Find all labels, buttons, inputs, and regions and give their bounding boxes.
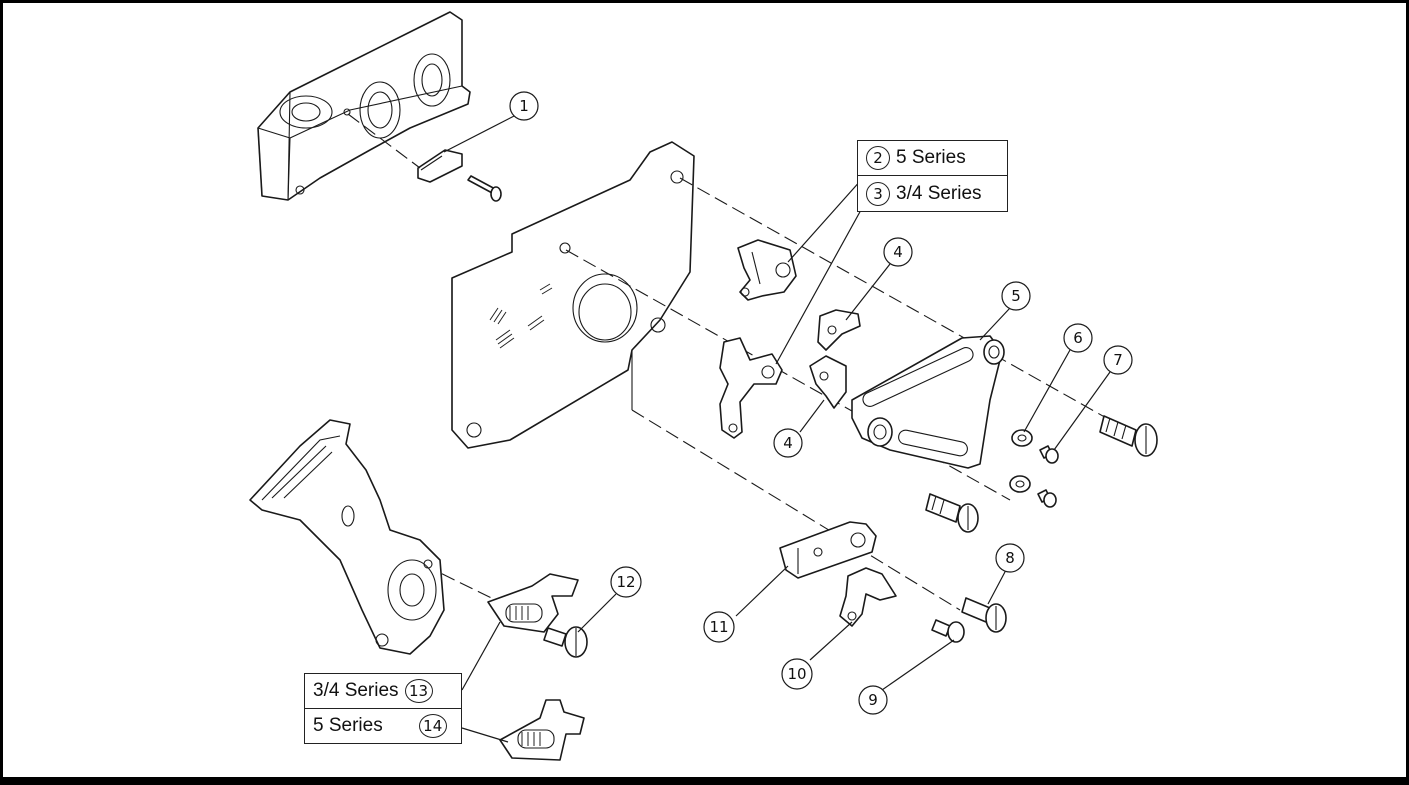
legend-top-row-2-label: 3/4 Series xyxy=(896,182,982,204)
callout-5-number: 5 xyxy=(1011,287,1021,305)
callout-4a: 4 xyxy=(883,237,913,267)
legend-bottom-row-1-label: 3/4 Series xyxy=(313,680,399,701)
part-10-clamp xyxy=(839,567,897,627)
callout-6: 6 xyxy=(1063,323,1093,353)
callout-12: 12 xyxy=(610,566,642,598)
part-1-clip xyxy=(347,113,502,202)
legend-bottom-row-2: 5 Series 14 xyxy=(304,708,462,744)
part-11-bar xyxy=(779,521,877,579)
legend-bottom-row-1-number: 13 xyxy=(404,679,433,703)
part-4-brackets xyxy=(809,309,861,409)
legend-top-row-1-number: 2 xyxy=(866,146,890,170)
legend-bottom-row-2-label: 5 Series xyxy=(313,715,383,736)
callout-12-number: 12 xyxy=(616,573,635,591)
callout-8: 8 xyxy=(995,543,1025,573)
main-plate xyxy=(451,141,695,449)
callout-7-number: 7 xyxy=(1113,351,1123,369)
small-screws xyxy=(543,597,1007,658)
callout-5: 5 xyxy=(1001,281,1031,311)
housing-block xyxy=(257,11,471,201)
callout-10: 10 xyxy=(781,658,813,690)
callout-11: 11 xyxy=(703,611,735,643)
callout-4b: 4 xyxy=(773,428,803,458)
callout-8-number: 8 xyxy=(1005,549,1015,567)
part-13-clip xyxy=(487,573,579,633)
legend-top-row-1-label: 5 Series xyxy=(896,147,966,168)
callout-9: 9 xyxy=(858,685,888,715)
part-5-slotted-plate xyxy=(851,335,1005,469)
callout-7: 7 xyxy=(1103,345,1133,375)
legend-top-row-2-number: 3 xyxy=(866,181,890,206)
legend-top-row-1: 2 5 Series xyxy=(857,140,1008,176)
callout-11-number: 11 xyxy=(709,618,728,636)
callout-9-number: 9 xyxy=(868,691,878,709)
callout-1: 1 xyxy=(509,91,539,121)
washers-and-screws xyxy=(925,415,1158,533)
legend-top-row-2: 3 3/4 Series xyxy=(857,175,1008,212)
part-2-bracket xyxy=(737,239,797,301)
callout-1-number: 1 xyxy=(519,97,529,115)
lower-left-fixture xyxy=(249,419,445,655)
leader-lines xyxy=(443,113,1111,743)
callout-6-number: 6 xyxy=(1073,329,1083,347)
callout-4a-number: 4 xyxy=(893,243,903,261)
legend-bottom-row-1: 3/4 Series 13 xyxy=(304,673,462,709)
callout-4b-number: 4 xyxy=(783,434,793,452)
part-3-lever xyxy=(719,337,783,439)
part-14-clip xyxy=(499,699,585,761)
callout-10-number: 10 xyxy=(787,665,806,683)
legend-bottom-row-2-number: 14 xyxy=(418,714,447,738)
